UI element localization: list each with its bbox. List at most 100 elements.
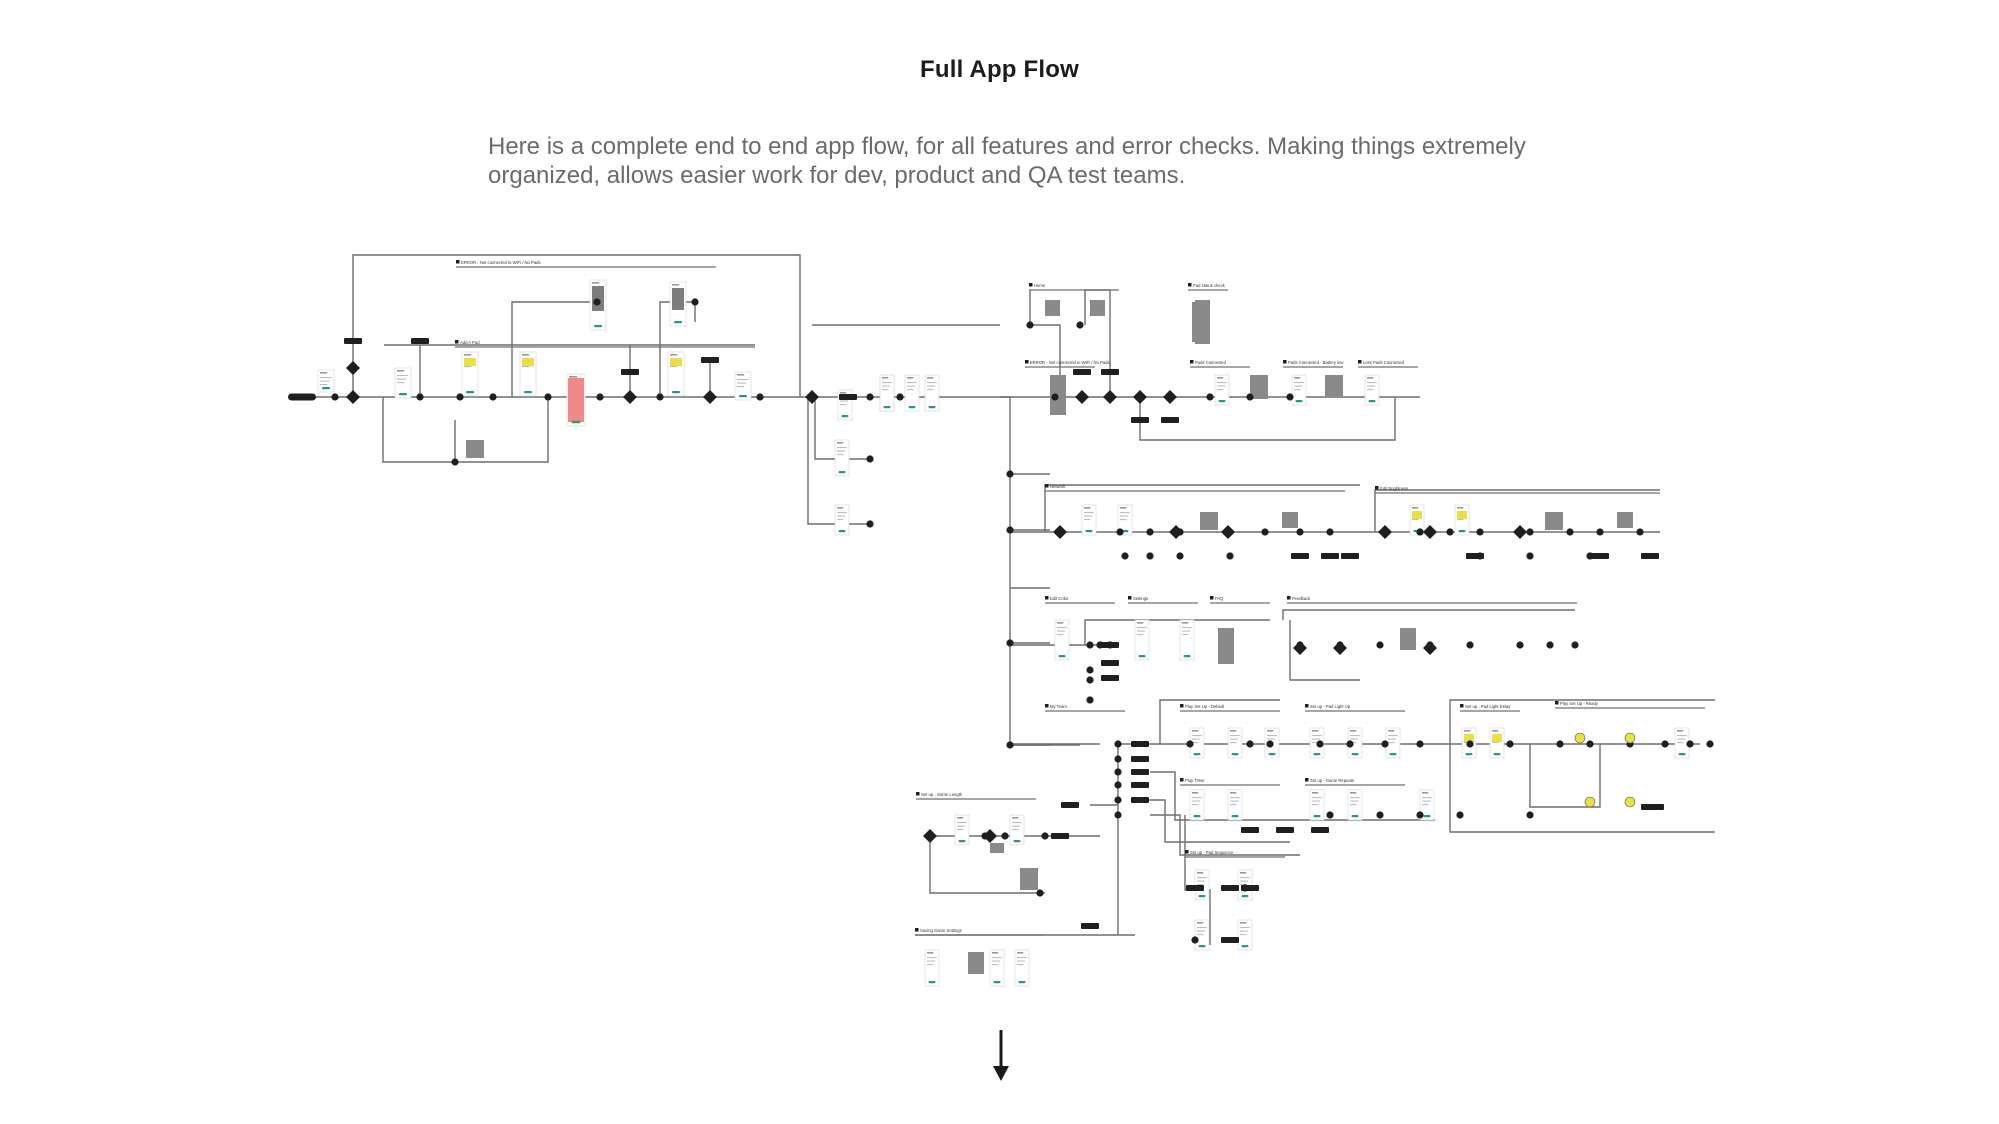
screen-text <box>1240 872 1247 874</box>
screen-text <box>1240 877 1250 879</box>
screen-text <box>1464 730 1471 732</box>
decision-node <box>1163 390 1177 404</box>
section-icon <box>1375 486 1379 490</box>
screen-text <box>522 354 530 356</box>
flow-node <box>1006 470 1014 478</box>
section-icon <box>1180 778 1184 782</box>
screen-text <box>882 385 891 387</box>
flow-node <box>1121 552 1129 560</box>
section-label: Home <box>1034 283 1046 288</box>
screen-text <box>1412 519 1419 521</box>
flow-node <box>866 393 874 401</box>
screen-frame <box>879 374 895 412</box>
section-label: Play Timer <box>1185 778 1205 783</box>
screen-button <box>1058 655 1066 658</box>
flow-node <box>1206 393 1214 401</box>
flow-connector <box>1140 799 1290 843</box>
screen-button <box>1493 753 1501 756</box>
screen-text <box>320 377 332 379</box>
timer-node <box>1624 796 1636 808</box>
screen-image <box>1617 512 1633 528</box>
screen-text <box>1017 960 1026 962</box>
screen-text <box>1192 797 1202 799</box>
decision-node <box>1333 641 1347 655</box>
flow-node <box>1571 641 1579 649</box>
action-tag <box>1101 369 1119 375</box>
flow-node <box>456 393 464 401</box>
screen-image <box>1400 628 1416 650</box>
screen-button <box>594 325 602 328</box>
flow-connector <box>1159 699 1280 744</box>
flow-node <box>1516 641 1524 649</box>
screen-text <box>957 825 966 827</box>
decision-node <box>983 829 997 843</box>
screen-text <box>837 519 844 521</box>
flow-node <box>1376 811 1384 819</box>
screen-text <box>1084 512 1094 514</box>
start-node <box>288 393 316 401</box>
section-label: My Team <box>1050 704 1067 709</box>
flow-node <box>1006 741 1014 749</box>
flow-node <box>1476 528 1484 536</box>
screen-text <box>1012 825 1021 827</box>
screen-text <box>1197 877 1207 879</box>
screen-text <box>1012 817 1019 819</box>
decision-node <box>346 390 360 404</box>
screen-image <box>968 952 984 974</box>
screen-text <box>1677 730 1684 732</box>
section-icon <box>1188 283 1192 287</box>
screen-text <box>1294 389 1301 391</box>
screen-text <box>1350 800 1359 802</box>
screen-text <box>1312 800 1321 802</box>
flow-node <box>1076 321 1084 329</box>
screen-text <box>992 957 1002 959</box>
screen-text <box>1084 507 1091 509</box>
screen-highlight <box>464 358 476 366</box>
screen-frame <box>1134 619 1150 661</box>
action-tag <box>1131 782 1149 788</box>
screen-text <box>320 372 328 374</box>
screen-text <box>737 374 745 376</box>
flow-node <box>1006 526 1014 534</box>
screen-text <box>1230 797 1240 799</box>
screen-image <box>1200 512 1218 530</box>
page-title: Full App Flow <box>919 56 1079 83</box>
flow-node <box>1266 740 1274 748</box>
screen-text <box>1350 738 1359 740</box>
action-tag <box>344 338 362 344</box>
screen-text <box>1367 385 1376 387</box>
screen-image <box>466 440 484 458</box>
section-icon <box>1180 704 1184 708</box>
flow-node <box>1546 641 1554 649</box>
screen-text <box>1350 735 1360 737</box>
flow-node <box>1146 552 1154 560</box>
screen-button <box>908 406 916 409</box>
screen-text <box>1422 804 1429 806</box>
screen-button <box>1268 753 1276 756</box>
screen-text <box>1412 507 1419 509</box>
screen-text <box>927 382 937 384</box>
screen-text <box>1240 884 1247 886</box>
flow-node <box>1226 552 1234 560</box>
screen-text <box>1367 389 1374 391</box>
action-tag <box>1291 553 1309 559</box>
decision-node <box>1169 525 1183 539</box>
screen-text <box>1217 389 1224 391</box>
decision-node <box>805 390 819 404</box>
screen-text <box>882 377 889 379</box>
screen-text <box>1057 634 1064 636</box>
screen-text <box>1240 880 1249 882</box>
timer-node <box>1624 732 1636 744</box>
screen-frame <box>924 949 940 987</box>
flow-node <box>1326 528 1334 536</box>
screen-button <box>672 391 680 394</box>
screen-text <box>1240 934 1247 936</box>
section-icon <box>1305 778 1309 782</box>
screen-text <box>992 964 999 966</box>
flow-node <box>1376 641 1384 649</box>
screen-button <box>1193 815 1201 818</box>
screen-button <box>1313 753 1321 756</box>
flow-node <box>1526 552 1534 560</box>
flow-connector <box>1374 489 1660 532</box>
screen-text <box>840 404 847 406</box>
